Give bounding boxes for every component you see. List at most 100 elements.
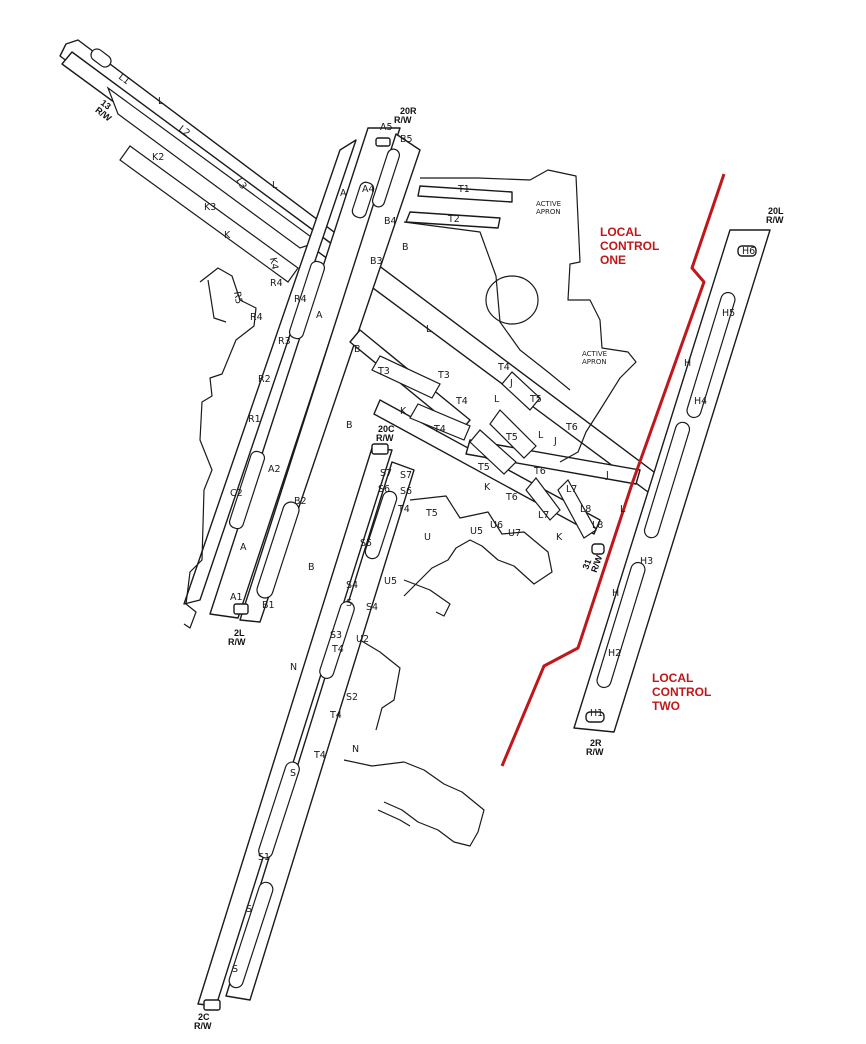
taxiway-label: N — [352, 744, 359, 755]
taxiway-label: L2 — [176, 124, 192, 140]
taxiway-label: T1 — [457, 184, 470, 195]
taxiway-label: U7 — [508, 528, 521, 539]
north-apron-outline — [403, 169, 637, 463]
taxiway-label: L8 — [592, 520, 603, 531]
taxiway-label: L — [272, 180, 278, 191]
runway-end-markers — [203, 137, 391, 1011]
taxiway-label: K4 — [267, 257, 280, 271]
taxiway-label: U5 — [384, 576, 397, 587]
taxiway-label: T5 — [425, 508, 438, 519]
taxiway-label: K — [556, 532, 563, 543]
taxiway-label: A2 — [268, 464, 281, 475]
taxiway-label: T4 — [497, 362, 510, 373]
taxiway-label: H2 — [608, 648, 621, 659]
taxiway-label: B — [308, 562, 315, 573]
taxiway-label: S6 — [400, 486, 412, 497]
runway-20l-2r — [573, 229, 771, 733]
runway-20c-2c — [197, 447, 415, 1007]
taxiway-label: T6 — [505, 492, 518, 503]
west-terminal-outline — [183, 267, 257, 629]
taxiway-k-crossing — [349, 329, 641, 555]
taxiway-label: A — [340, 188, 347, 199]
taxiway-label: J — [553, 436, 557, 447]
taxiway-label: B2 — [294, 496, 307, 507]
taxiway-label: S3 — [330, 630, 342, 641]
taxiway-label: S — [246, 904, 252, 915]
taxiway-label: S — [232, 964, 238, 975]
taxiway-label: T4 — [329, 710, 342, 721]
taxiway-label: L7 — [538, 510, 549, 521]
taxiway-label: J — [509, 378, 513, 389]
taxiway-label: H4 — [694, 396, 707, 407]
taxiway-label: T4 — [313, 750, 326, 761]
taxiway-label: R4 — [270, 278, 283, 289]
taxiway-label: H — [612, 588, 619, 599]
taxiway-label: S1 — [258, 852, 270, 863]
taxiway-label: S7 — [380, 468, 392, 479]
taxiway-label: B — [354, 344, 361, 355]
taxiway-label: B5 — [400, 134, 413, 145]
taxiway-label: S7 — [400, 470, 412, 481]
taxiway-label: S5 — [360, 538, 372, 549]
south-terminal-outline — [343, 495, 553, 847]
taxiway-label: S — [290, 768, 296, 779]
runway-20r-2l — [183, 127, 421, 623]
taxiways-t1-t2 — [405, 185, 513, 229]
taxiway-label: T5 — [529, 394, 542, 405]
taxiway-label: T5 — [477, 462, 490, 473]
taxiway-label: L8 — [580, 504, 591, 515]
taxiway-label: A — [240, 542, 247, 553]
taxiway-label: K2 — [152, 152, 164, 163]
taxiway-label: T2 — [447, 214, 460, 225]
taxiway-label: R4 — [250, 312, 263, 323]
taxiway-label: T6 — [533, 466, 546, 477]
taxiway-label: S2 — [346, 692, 358, 703]
taxiway-label: U — [424, 532, 431, 543]
taxiway-label: T4 — [433, 424, 446, 435]
taxiway-labels: L1 L L2 K2 L3 L K3 K K4 R4 R5 R4 R4 R3 R… — [116, 72, 755, 975]
taxiway-label: R2 — [258, 374, 271, 385]
taxiway-label: U6 — [490, 520, 503, 531]
local-control-divider — [500, 173, 726, 767]
taxiway-label: T3 — [377, 366, 390, 377]
taxiway-label: N — [290, 662, 297, 673]
taxiway-label: S — [346, 598, 352, 609]
taxiway-l-north — [61, 51, 341, 283]
taxiway-label: A — [316, 310, 323, 321]
taxiway-label: L — [494, 394, 500, 405]
taxiway-label: K — [484, 482, 491, 493]
taxiway-label: L — [426, 324, 432, 335]
taxiway-label: T5 — [505, 432, 518, 443]
taxiway-label: C2 — [230, 488, 243, 499]
taxiway-label: B — [346, 420, 353, 431]
taxiway-label: L — [620, 504, 626, 515]
taxiway-label: R1 — [248, 414, 261, 425]
taxiway-label: S6 — [378, 484, 390, 495]
taxiway-label: U5 — [470, 526, 483, 537]
taxiway-label: B1 — [262, 600, 275, 611]
taxiway-label: H6 — [742, 246, 755, 257]
taxiway-label: L — [158, 96, 164, 107]
taxiway-label: K — [400, 406, 407, 417]
taxiway-label: L1 — [116, 72, 132, 88]
taxiway-label: T4 — [331, 644, 344, 655]
taxiway-label: R4 — [294, 294, 307, 305]
taxiway-label: T4 — [455, 396, 468, 407]
taxiway-label: K — [224, 230, 231, 241]
taxiway-label: A1 — [230, 592, 243, 603]
taxiway-label: H1 — [590, 708, 603, 719]
taxiway-label: B — [402, 242, 409, 253]
taxiway-label: K3 — [204, 202, 216, 213]
taxiway-label: L — [538, 430, 544, 441]
taxiway-label: R5 — [231, 291, 244, 305]
